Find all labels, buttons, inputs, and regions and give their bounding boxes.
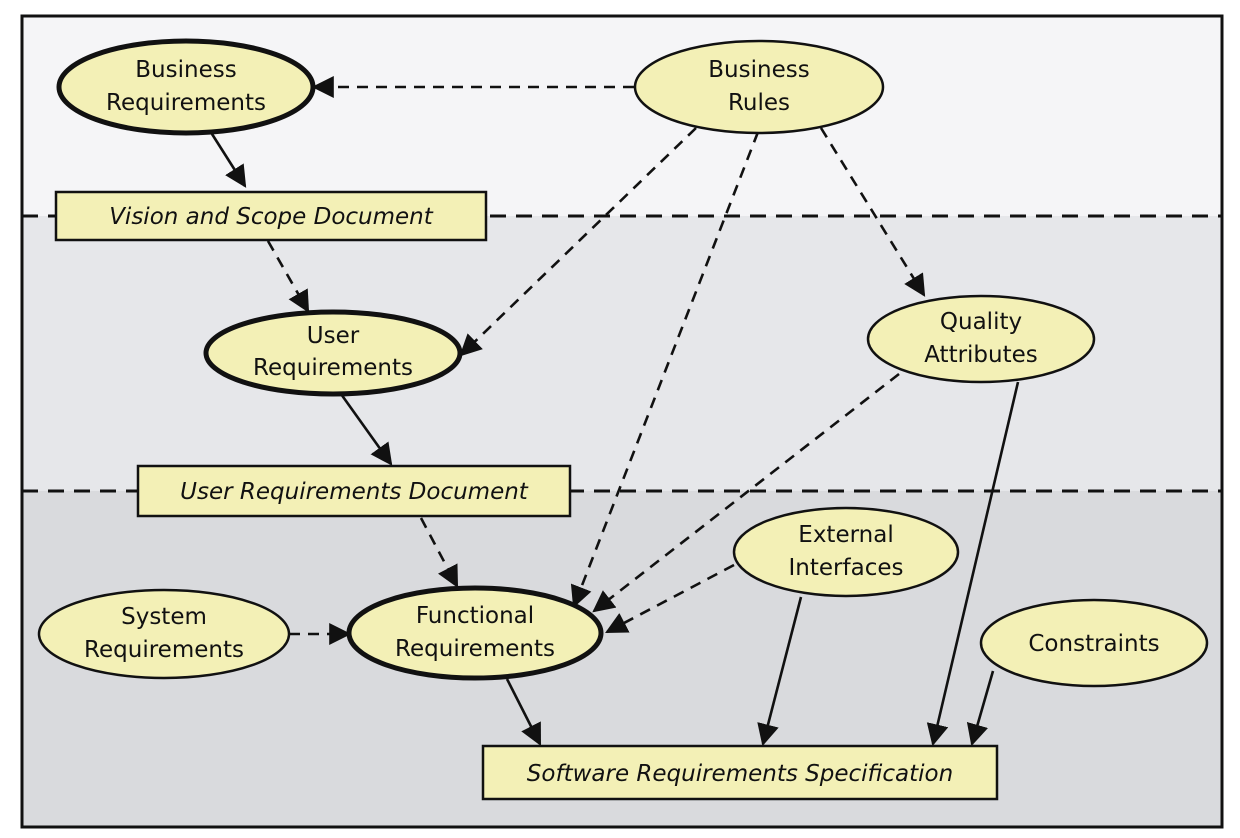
node-system-requirements[interactable]: System Requirements — [37, 588, 291, 680]
doc-user-requirements[interactable]: User Requirements Document — [136, 464, 572, 518]
edge-external-to-srs — [757, 596, 803, 747]
edge-urd-to-functional — [419, 517, 459, 588]
node-system-requirements-label-2: Requirements — [84, 637, 244, 663]
node-functional-requirements[interactable]: Functional Requirements — [346, 585, 604, 681]
doc-srs-box — [481, 744, 999, 801]
doc-srs-label: Software Requirements Specification — [527, 761, 953, 787]
doc-srs[interactable]: Software Requirements Specification — [481, 744, 999, 801]
node-user-requirements-label-2: Requirements — [253, 355, 413, 381]
node-external-interfaces-label-1: External — [798, 522, 893, 548]
node-quality-attributes-label-2: Attributes — [924, 342, 1038, 368]
node-quality-attributes[interactable]: Quality Attributes — [866, 294, 1096, 384]
node-business-rules-label-1: Business — [708, 57, 809, 83]
edge-functional-to-srs — [505, 678, 542, 746]
node-constraints-shape — [979, 598, 1209, 688]
node-quality-attributes-label-1: Quality — [940, 309, 1022, 335]
node-functional-requirements-shape — [346, 585, 604, 681]
edge-rules-to-user-req — [459, 127, 697, 357]
node-functional-requirements-label-1: Functional — [416, 603, 534, 629]
node-business-rules-label-2: Rules — [728, 90, 790, 116]
edge-rules-to-functional — [570, 131, 760, 609]
doc-vision-scope-label: Vision and Scope Document — [109, 204, 434, 230]
node-external-interfaces-label-2: Interfaces — [789, 555, 904, 581]
node-quality-attributes-shape — [866, 294, 1096, 384]
node-business-rules[interactable]: Business Rules — [633, 39, 885, 135]
doc-user-requirements-box — [136, 464, 572, 518]
node-user-requirements-shape — [203, 309, 463, 397]
node-functional-requirements-label-2: Requirements — [395, 636, 555, 662]
edge-business-req-to-vision — [210, 133, 247, 188]
node-business-requirements-shape — [56, 38, 316, 136]
node-business-requirements[interactable]: Business Requirements — [56, 38, 316, 136]
diagram-frame — [20, 14, 1224, 829]
edge-external-to-functional — [605, 563, 735, 634]
node-constraints[interactable]: Constraints — [979, 598, 1209, 688]
node-system-requirements-shape — [37, 588, 291, 680]
edge-rules-to-quality — [819, 127, 926, 297]
node-business-rules-shape — [633, 39, 885, 135]
doc-user-requirements-label: User Requirements Document — [180, 479, 529, 505]
doc-vision-scope[interactable]: Vision and Scope Document — [54, 190, 488, 242]
node-business-requirements-label-2: Requirements — [106, 90, 266, 116]
node-external-interfaces-shape — [732, 506, 960, 598]
edge-vision-to-user-req — [266, 240, 310, 313]
edge-constraints-to-srs — [966, 670, 995, 747]
node-system-requirements-label-1: System — [121, 604, 207, 630]
node-user-requirements-label-1: User — [307, 323, 360, 349]
edge-user-req-to-urd — [339, 393, 393, 466]
node-external-interfaces[interactable]: External Interfaces — [732, 506, 960, 598]
edge-quality-to-srs — [926, 381, 1020, 747]
node-user-requirements[interactable]: User Requirements — [203, 309, 463, 397]
node-constraints-label: Constraints — [1028, 631, 1159, 657]
node-business-requirements-label-1: Business — [135, 57, 236, 83]
doc-vision-scope-box — [54, 190, 488, 242]
edge-quality-to-functional — [592, 372, 900, 613]
